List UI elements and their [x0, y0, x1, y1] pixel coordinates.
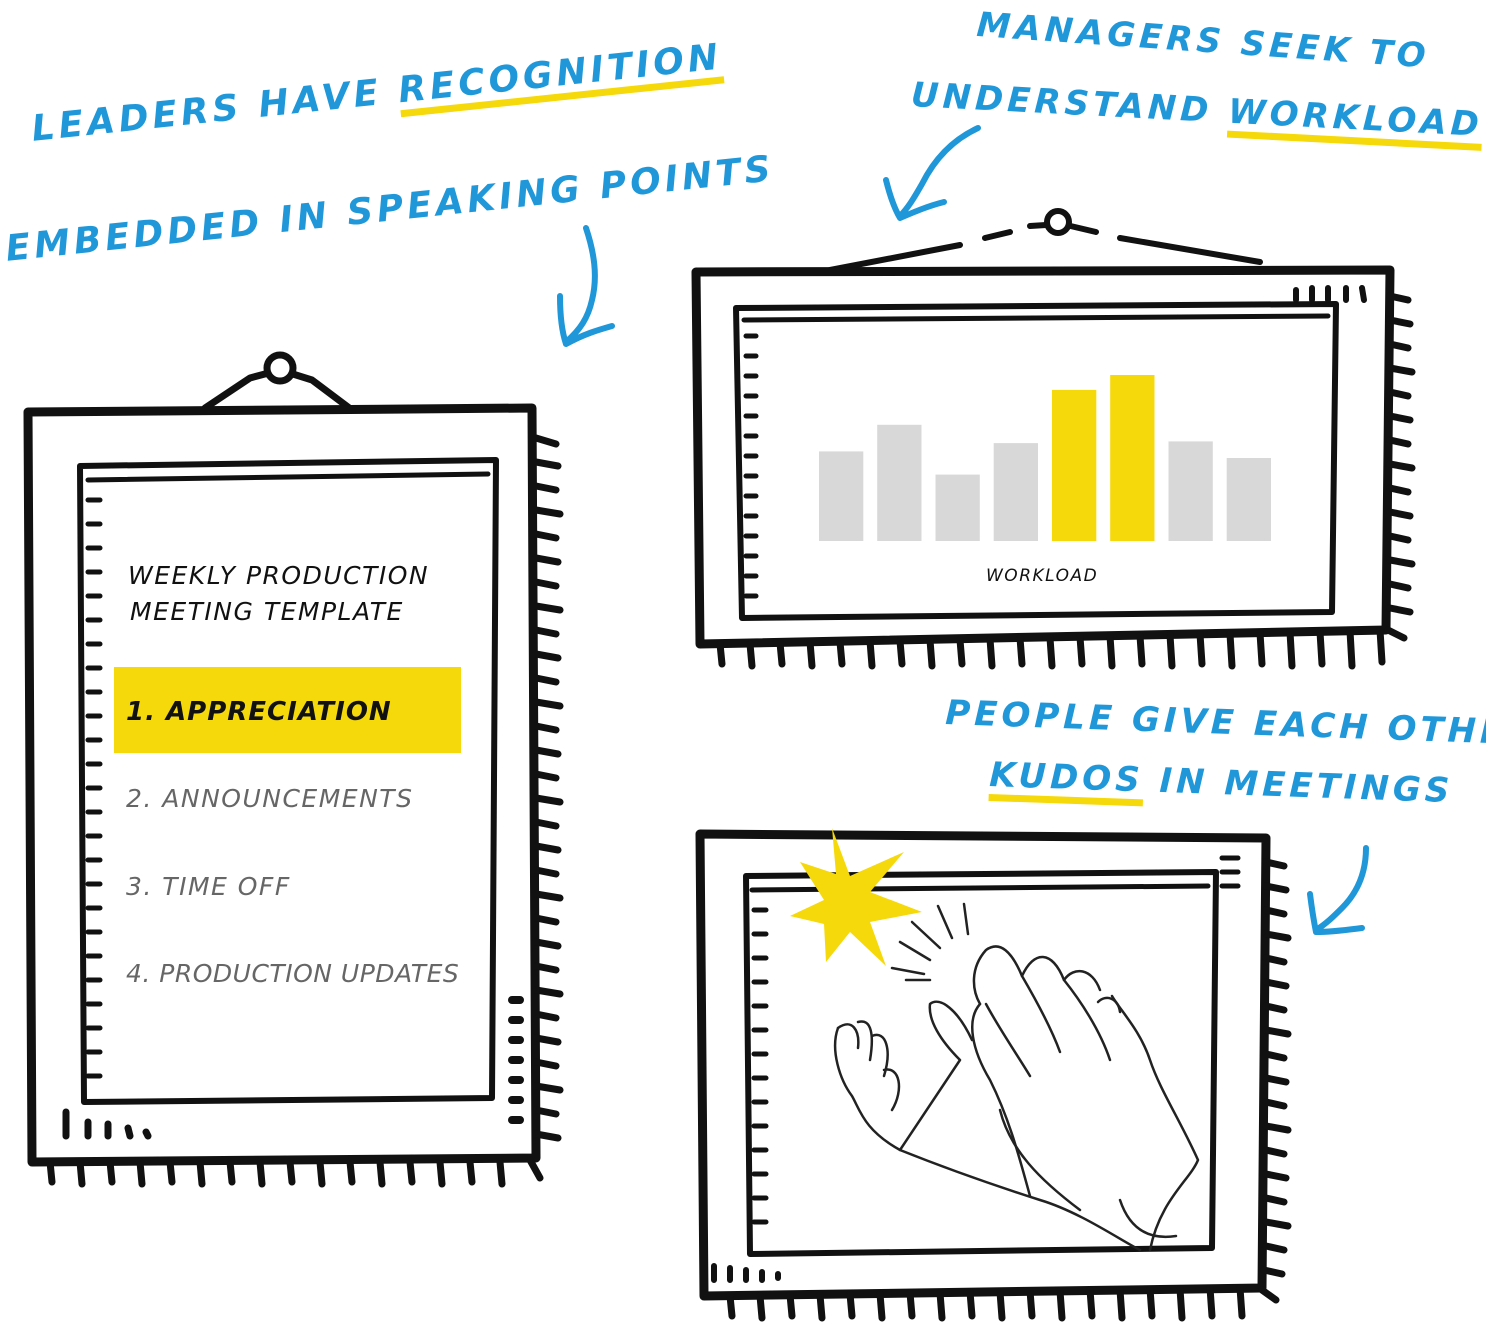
clapping-hands-icon [833, 902, 1200, 1252]
bar-highlighted [1110, 375, 1155, 541]
template-frame [23, 351, 564, 1188]
bar [877, 424, 922, 541]
bar [935, 474, 980, 541]
chart-x-axis-label: WORKLOAD [986, 566, 1099, 586]
bar [1226, 458, 1271, 541]
kudos-frame [695, 829, 1292, 1322]
agenda-item: 1. APPRECIATION [126, 697, 392, 727]
agenda-item: 4. PRODUCTION UPDATES [126, 959, 460, 988]
agenda-item: 2. ANNOUNCEMENTS [126, 784, 414, 813]
agenda-item: 3. TIME OFF [126, 872, 291, 901]
bar-highlighted [1052, 389, 1097, 541]
arrow-to-template-icon [557, 225, 615, 347]
bar [1168, 441, 1213, 541]
template-title-line2: MEETING TEMPLATE [130, 597, 404, 626]
workload-frame [691, 208, 1416, 670]
bar [819, 451, 864, 541]
star-burst-icon [790, 828, 922, 966]
kudos-keyword: KUDOS [988, 755, 1145, 801]
arrow-to-kudos-icon [1307, 845, 1369, 935]
arrow-to-workload-icon [883, 125, 981, 221]
bar [993, 443, 1038, 541]
agenda-highlight [114, 667, 461, 753]
template-title-line1: WEEKLY PRODUCTION [128, 561, 430, 590]
